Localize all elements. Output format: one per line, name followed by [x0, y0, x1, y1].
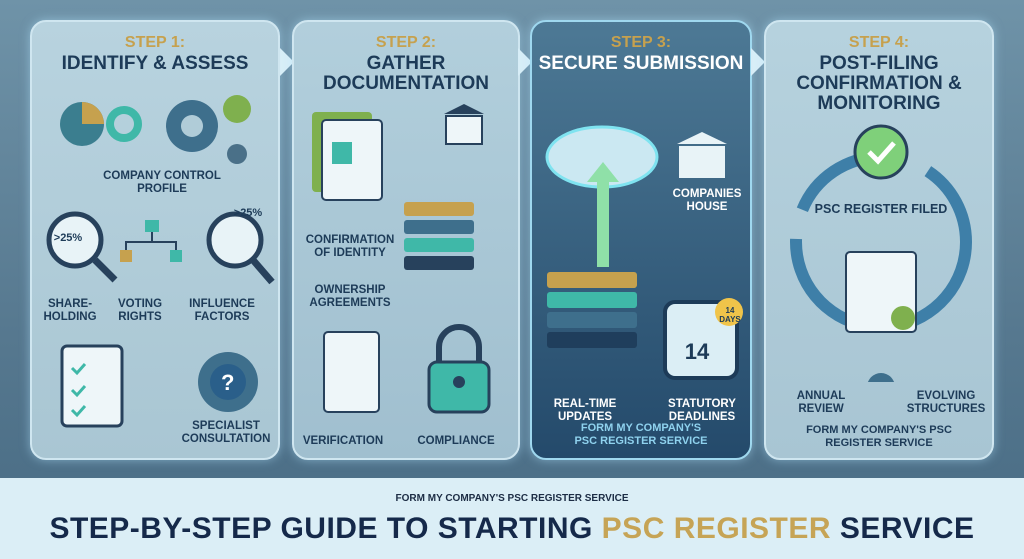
checklist-gear-icon: ? [60, 344, 258, 428]
confirmation-of-identity-label: CONFIRMATION OF IDENTITY [305, 234, 395, 259]
service-footer: FORM MY COMPANY'S PSC REGISTER SERVICE [806, 424, 952, 449]
banner-title: STEP-BY-STEP GUIDE TO STARTING PSC REGIS… [0, 512, 1024, 546]
step-4-panel: STEP 4: POST-FILING CONFIRMATION & MONIT… [764, 20, 994, 460]
voting-rights-label: VOTING RIGHTS [117, 298, 163, 323]
service-footer: FORM MY COMPANY'S PSC REGISTER SERVICE [574, 422, 708, 447]
cloud-upload-server-icon [545, 125, 743, 380]
title-part: SERVICE [831, 512, 975, 545]
evolving-structures-label: EVOLVING STRUCTURES [906, 390, 986, 415]
step-title: SECURE SUBMISSION [538, 53, 744, 74]
annual-review-label: ANNUAL REVIEW [796, 390, 846, 415]
documents-bank-stack-icon [312, 104, 484, 270]
step-3-panel: STEP 3: SECURE SUBMISSION COMPANIES HOUS… [530, 20, 752, 460]
psc-register-filed-label: PSC REGISTER FILED [814, 202, 948, 216]
title-part: STEP-BY-STEP GUIDE TO STARTING [49, 512, 602, 545]
step-label: STEP 1: [124, 34, 186, 51]
threshold-label: >25% [53, 232, 83, 244]
monitoring-cycle-icon [790, 124, 972, 382]
svg-text:?: ? [221, 370, 234, 395]
calendar-days-value: 14 [684, 339, 710, 364]
arrow-right-icon [518, 48, 532, 76]
step-title: IDENTIFY & ASSESS [61, 53, 249, 74]
arrow-right-icon [280, 48, 294, 76]
step-label: STEP 2: [375, 34, 437, 51]
real-time-updates-label: REAL-TIME UPDATES [553, 398, 617, 423]
step-label: STEP 4: [848, 34, 910, 51]
scroll-padlock-icon [323, 324, 491, 414]
compliance-label: COMPLIANCE [417, 435, 495, 447]
companies-house-label: COMPANIES HOUSE [672, 188, 742, 213]
title-highlight: PSC REGISTER [601, 512, 832, 545]
banner-subtitle: FORM MY COMPANY'S PSC REGISTER SERVICE [395, 493, 629, 504]
pie-chart-gears-icon [60, 95, 251, 164]
step-title: GATHER DOCUMENTATION [322, 53, 490, 94]
arrow-right-icon [751, 48, 765, 76]
step-title: POST-FILING CONFIRMATION & MONITORING [796, 53, 962, 114]
influence-factors-label: INFLUENCE FACTORS [189, 298, 255, 323]
ownership-tree-icon [46, 211, 275, 285]
ownership-agreements-label: OWNERSHIP AGREEMENTS [309, 284, 391, 309]
title-banner: FORM MY COMPANY'S PSC REGISTER SERVICE S… [0, 478, 1024, 559]
step-2-panel: STEP 2: GATHER DOCUMENTATION CONFIRMATIO… [292, 20, 520, 460]
statutory-deadlines-label: STATUTORY DEADLINES [668, 398, 736, 423]
shareholding-label: SHARE-HOLDING [43, 298, 97, 323]
step-1-panel: STEP 1: IDENTIFY & ASSESS COMPANY CONTRO… [30, 20, 280, 460]
company-control-profile-label: COMPANY CONTROL PROFILE [103, 170, 221, 195]
days-badge: 14 DAYS [719, 306, 741, 324]
step-label: STEP 3: [610, 34, 672, 51]
specialist-consultation-label: SPECIALIST CONSULTATION [181, 420, 271, 445]
verification-label: VERIFICATION [302, 435, 384, 447]
threshold-label: >25% [233, 207, 263, 219]
